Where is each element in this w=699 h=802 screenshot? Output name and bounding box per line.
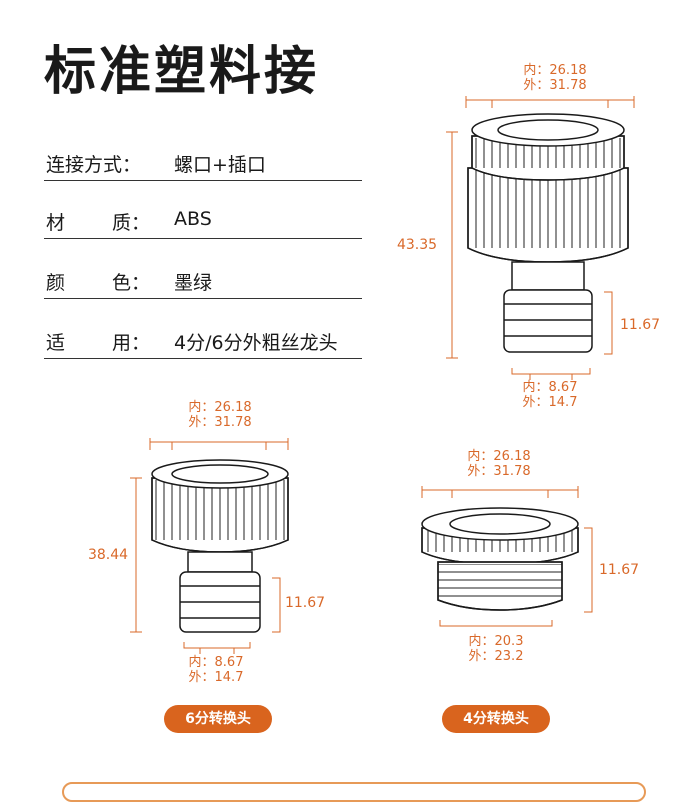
inner-diameter-label: 内：8.67	[522, 380, 578, 395]
inner-diameter-label: 内：20.3	[468, 634, 524, 649]
bottom-panel-edge	[62, 782, 646, 802]
four-fen-adapter-badge: 4分转换头	[442, 705, 550, 733]
outer-diameter-label: 外：31.78	[523, 78, 587, 93]
inner-diameter-label: 内：8.67	[188, 655, 244, 670]
part-b-bottom-dimension: 内：8.67 外：14.7	[166, 655, 266, 685]
spec-key-a: 材	[46, 212, 66, 234]
outer-diameter-label: 外：23.2	[468, 649, 524, 664]
part-c-height-label: 11.67	[598, 562, 640, 578]
outer-diameter-label: 外：31.78	[188, 415, 252, 430]
spec-value: 4分/6分外粗丝龙头	[174, 332, 338, 354]
connector-c-drawing	[421, 507, 579, 611]
part-c-bottom-dimension: 内：20.3 外：23.2	[446, 634, 546, 664]
spec-key-b: 质：	[112, 212, 151, 234]
part-b-height-label: 38.44	[87, 547, 129, 563]
inner-diameter-label: 内：26.18	[467, 449, 531, 464]
outer-diameter-label: 外：14.7	[522, 395, 578, 410]
six-fen-adapter-badge: 6分转换头	[164, 705, 272, 733]
outer-diameter-label: 外：31.78	[467, 464, 531, 479]
spec-key-b: 色：	[112, 272, 151, 294]
spec-row-connection: 连接方式： 螺口+插口	[44, 150, 362, 181]
spec-key-a: 适	[46, 332, 66, 354]
spec-row-color: 颜 色： 墨绿	[44, 268, 362, 299]
part-a-stem-label: 11.67	[619, 317, 661, 333]
part-a-top-dimension: 内：26.18 外：31.78	[500, 63, 610, 93]
inner-diameter-label: 内：26.18	[188, 400, 252, 415]
part-b-top-dimension: 内：26.18 外：31.78	[165, 400, 275, 430]
connector-b-dimension-lines	[130, 438, 289, 654]
spec-key: 连接方式：	[46, 154, 142, 176]
part-a-bottom-dimension: 内：8.67 外：14.7	[500, 380, 600, 410]
spec-row-usage: 适 用： 4分/6分外粗丝龙头	[44, 328, 362, 359]
connector-a-drawing	[467, 113, 629, 353]
part-c-top-dimension: 内：26.18 外：31.78	[444, 449, 554, 479]
spec-key-a: 颜	[46, 272, 66, 294]
part-a-height-label: 43.35	[396, 237, 438, 253]
connector-b-drawing	[151, 459, 289, 633]
spec-value: ABS	[174, 208, 212, 230]
spec-value: 墨绿	[174, 272, 213, 294]
spec-key-b: 用：	[112, 332, 151, 354]
spec-value: 螺口+插口	[174, 154, 266, 176]
spec-row-material: 材 质： ABS	[44, 208, 362, 239]
page-title: 标准塑料接	[44, 42, 320, 102]
outer-diameter-label: 外：14.7	[188, 670, 244, 685]
connector-c-dimension-lines	[421, 486, 593, 627]
part-b-stem-label: 11.67	[284, 595, 326, 611]
connector-a-dimension-lines	[446, 96, 635, 380]
inner-diameter-label: 内：26.18	[523, 63, 587, 78]
